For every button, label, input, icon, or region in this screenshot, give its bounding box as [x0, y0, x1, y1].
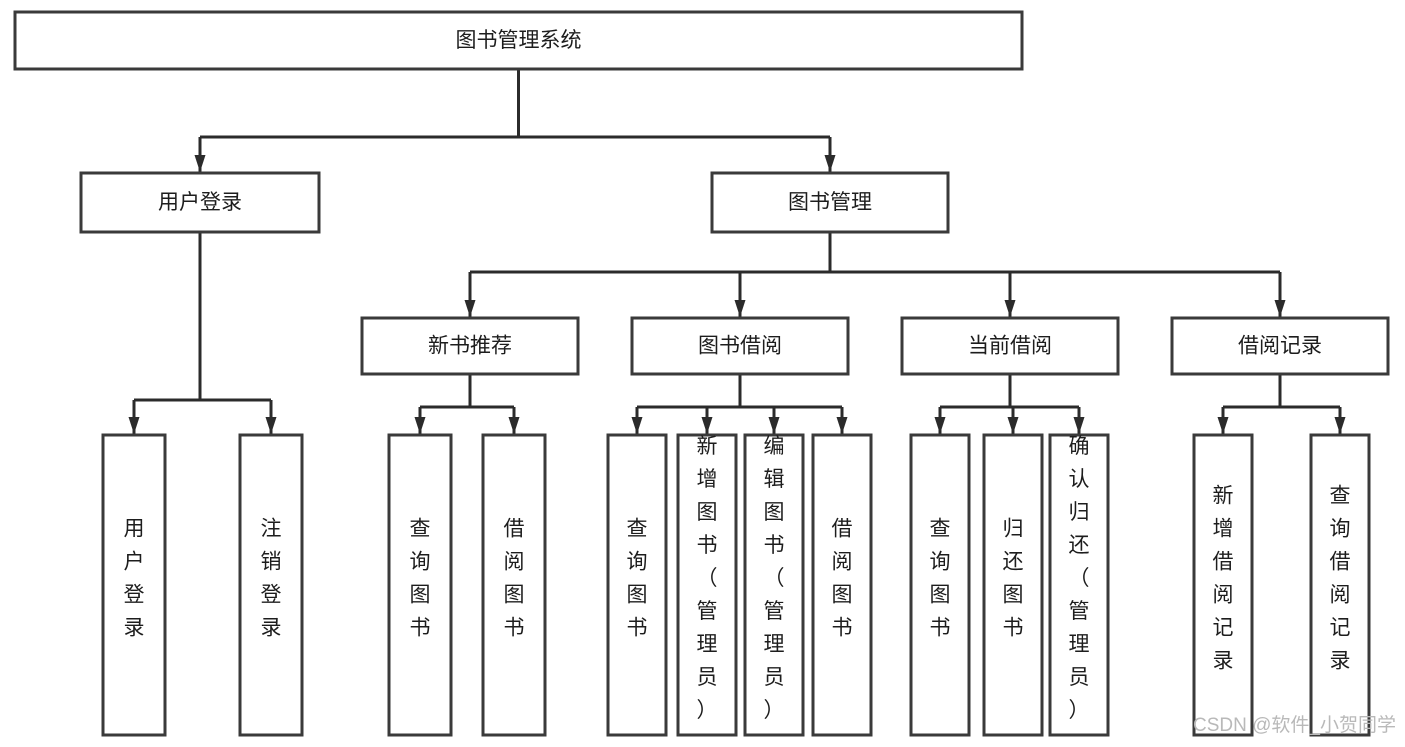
node-leaf-add-book-admin[interactable]: 新增图书（管理员）: [676, 433, 738, 737]
node-leaf-query-book-recommend[interactable]: 查询图书: [387, 433, 453, 737]
node-label-leaf-add-borrow-record: 新增借阅记录: [1213, 485, 1234, 673]
arrow-head-icon: [464, 300, 476, 317]
connector-group-borrow-records: [1217, 374, 1346, 434]
node-leaf-return-book[interactable]: 归还图书: [982, 433, 1044, 737]
arrow-head-icon: [836, 417, 848, 434]
arrow-head-icon: [508, 417, 520, 434]
node-box-user-login: [79, 171, 321, 234]
arrow-head-icon: [734, 300, 746, 317]
arrow-head-icon: [1004, 300, 1016, 317]
node-leaf-query-borrow-record[interactable]: 查询借阅记录: [1309, 433, 1371, 737]
node-label-root: 图书管理系统: [456, 29, 582, 52]
node-book-management[interactable]: 图书管理: [710, 171, 950, 234]
node-label-leaf-edit-book-admin: 编辑图书（管理员）: [764, 435, 785, 722]
node-label-leaf-borrow-book: 借阅图书: [832, 518, 853, 640]
connector-group-new-book-recommend: [414, 374, 520, 434]
node-box-leaf-return-book: [982, 433, 1044, 737]
connector-group-user-login: [128, 232, 277, 434]
node-box-leaf-borrow-book: [811, 433, 873, 737]
node-leaf-add-borrow-record[interactable]: 新增借阅记录: [1192, 433, 1254, 737]
csdn-watermark: CSDN @软件_小贺同学: [1193, 714, 1396, 736]
node-box-leaf-add-borrow-record: [1192, 433, 1254, 737]
node-box-borrow-records: [1170, 316, 1390, 376]
connector-group-book-borrow: [631, 374, 848, 434]
node-label-leaf-query-book-borrow: 查询图书: [627, 518, 648, 640]
node-label-leaf-query-borrow-record: 查询借阅记录: [1330, 485, 1351, 673]
node-leaf-query-book-borrow[interactable]: 查询图书: [606, 433, 668, 737]
node-user-login[interactable]: 用户登录: [79, 171, 321, 234]
node-borrow-records[interactable]: 借阅记录: [1170, 316, 1390, 376]
node-label-borrow-records: 借阅记录: [1238, 335, 1322, 358]
node-box-new-book-recommend: [360, 316, 580, 376]
arrow-head-icon: [701, 417, 713, 434]
node-label-book-borrow: 图书借阅: [698, 335, 782, 358]
arrow-head-icon: [1007, 417, 1019, 434]
node-layer: 图书管理系统用户登录图书管理新书推荐图书借阅当前借阅借阅记录用户登录注销登录查询…: [13, 10, 1390, 737]
node-box-leaf-add-book-admin: [676, 433, 738, 737]
node-leaf-confirm-return-admin[interactable]: 确认归还（管理员）: [1048, 433, 1110, 737]
arrow-head-icon: [1073, 417, 1085, 434]
connector-group-current-borrow: [934, 374, 1085, 434]
node-label-leaf-borrow-book-recommend: 借阅图书: [504, 518, 525, 640]
connector-group-book-management: [464, 232, 1286, 317]
node-leaf-query-book-current[interactable]: 查询图书: [909, 433, 971, 737]
node-label-leaf-query-book-recommend: 查询图书: [410, 518, 431, 640]
arrow-head-icon: [194, 155, 206, 172]
node-leaf-user-logout[interactable]: 注销登录: [238, 433, 304, 737]
node-label-leaf-add-book-admin: 新增图书（管理员）: [697, 435, 718, 722]
node-leaf-borrow-book-recommend[interactable]: 借阅图书: [481, 433, 547, 737]
arrow-head-icon: [414, 417, 426, 434]
node-leaf-user-login[interactable]: 用户登录: [101, 433, 167, 737]
arrow-head-icon: [128, 417, 140, 434]
node-box-leaf-query-borrow-record: [1309, 433, 1371, 737]
node-box-book-management: [710, 171, 950, 234]
node-leaf-borrow-book[interactable]: 借阅图书: [811, 433, 873, 737]
arrow-head-icon: [768, 417, 780, 434]
node-leaf-edit-book-admin[interactable]: 编辑图书（管理员）: [743, 433, 805, 737]
arrow-head-icon: [934, 417, 946, 434]
node-label-leaf-return-book: 归还图书: [1003, 518, 1024, 640]
node-label-leaf-user-login: 用户登录: [124, 518, 145, 640]
node-new-book-recommend[interactable]: 新书推荐: [360, 316, 580, 376]
node-label-leaf-confirm-return-admin: 确认归还（管理员）: [1069, 435, 1090, 722]
node-box-leaf-confirm-return-admin: [1048, 433, 1110, 737]
arrow-head-icon: [1217, 417, 1229, 434]
arrow-head-icon: [1274, 300, 1286, 317]
node-label-new-book-recommend: 新书推荐: [428, 335, 512, 358]
node-box-leaf-user-login: [101, 433, 167, 737]
node-root[interactable]: 图书管理系统: [13, 10, 1024, 71]
node-book-borrow[interactable]: 图书借阅: [630, 316, 850, 376]
node-label-leaf-query-book-current: 查询图书: [930, 518, 951, 640]
node-box-leaf-query-book-current: [909, 433, 971, 737]
node-box-leaf-query-book-recommend: [387, 433, 453, 737]
arrow-head-icon: [265, 417, 277, 434]
arrow-head-icon: [631, 417, 643, 434]
node-box-current-borrow: [900, 316, 1120, 376]
arrow-head-icon: [824, 155, 836, 172]
node-box-leaf-query-book-borrow: [606, 433, 668, 737]
node-label-book-management: 图书管理: [788, 191, 872, 214]
watermark-layer: CSDN @软件_小贺同学: [1193, 714, 1396, 736]
connector-group-root: [194, 69, 836, 172]
node-box-root: [13, 10, 1024, 71]
node-box-leaf-borrow-book-recommend: [481, 433, 547, 737]
node-label-user-login: 用户登录: [158, 191, 242, 214]
node-current-borrow[interactable]: 当前借阅: [900, 316, 1120, 376]
node-label-current-borrow: 当前借阅: [968, 335, 1052, 358]
arrow-head-icon: [1334, 417, 1346, 434]
node-label-leaf-user-logout: 注销登录: [261, 518, 282, 640]
connector-layer: [128, 69, 1346, 434]
node-box-book-borrow: [630, 316, 850, 376]
node-box-leaf-edit-book-admin: [743, 433, 805, 737]
node-box-leaf-user-logout: [238, 433, 304, 737]
